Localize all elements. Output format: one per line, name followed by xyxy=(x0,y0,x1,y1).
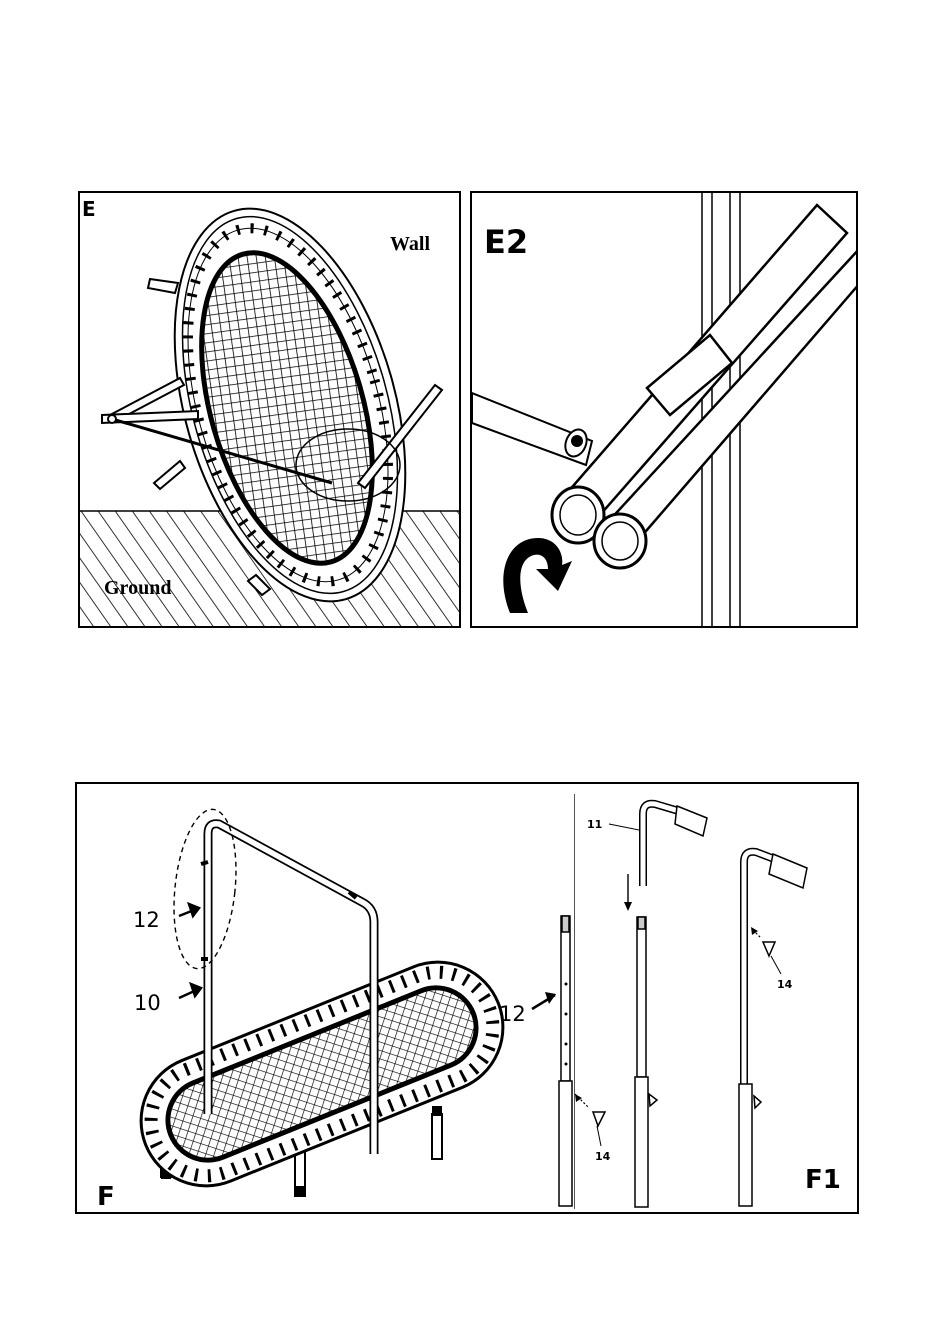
figure-e2-panel: E2 xyxy=(470,191,858,628)
rotation-arrow-icon xyxy=(503,538,572,613)
figure-e-drawing xyxy=(80,193,461,628)
horizontal-tube xyxy=(472,393,592,465)
part-11-label: 11 xyxy=(587,818,602,831)
figure-e2-label: E2 xyxy=(484,223,528,261)
clip-14-left xyxy=(593,1112,605,1126)
callout-arrows xyxy=(179,904,201,998)
wall-label: Wall xyxy=(390,233,430,256)
clip-14-right xyxy=(763,942,775,956)
part-14-label-right: 14 xyxy=(777,978,792,991)
figure-e-panel: E Wall Ground xyxy=(78,191,461,628)
part-14-label-left: 14 xyxy=(595,1150,610,1163)
bar-11-assembled xyxy=(744,852,777,1084)
figure-e2-drawing xyxy=(472,193,858,628)
figure-f-drawing xyxy=(77,784,859,1214)
pole-middle xyxy=(635,917,648,1207)
pole-12 xyxy=(559,916,572,1206)
figure-f-panel: F F1 12 10 11 12 14 14 xyxy=(75,782,859,1214)
figure-f-label: F xyxy=(97,1182,115,1212)
part-10-label: 10 xyxy=(134,991,161,1015)
part-12-f1-label: 12 xyxy=(499,1002,526,1026)
part-12-label: 12 xyxy=(133,908,160,932)
figure-f1-label: F1 xyxy=(805,1165,841,1195)
figure-e-label: E xyxy=(82,197,96,221)
ground-label: Ground xyxy=(104,577,171,600)
